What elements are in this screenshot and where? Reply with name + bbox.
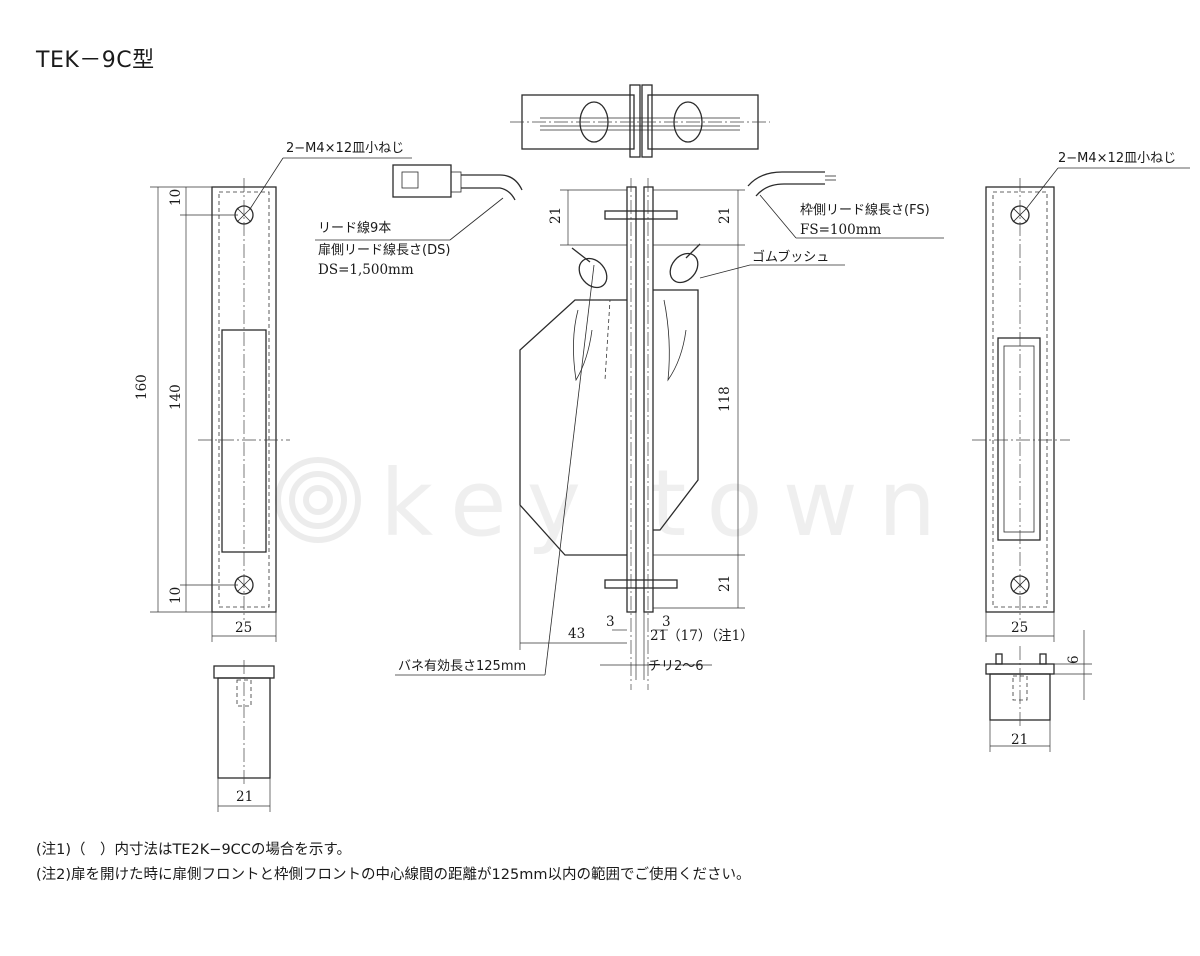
dim-10-bottom: 10 bbox=[168, 587, 184, 604]
top-plan-view bbox=[510, 84, 770, 158]
label-fs: 枠側リード線長さ(FS) bbox=[800, 202, 930, 218]
watermark-text: key town bbox=[380, 450, 956, 557]
notes: (注1)（ ）内寸法はTE2K−9CCの場合を示す。 (注2)扉を開けた時に扉側… bbox=[36, 838, 750, 888]
center-dimensions bbox=[395, 189, 845, 680]
dim-25-right: 25 bbox=[1011, 620, 1028, 636]
label-screw-left: 2−M4×12皿小ねじ bbox=[286, 141, 404, 156]
dim-21-left: 21 bbox=[236, 789, 253, 805]
dim-3-left: 3 bbox=[606, 614, 615, 630]
dim-160: 160 bbox=[134, 374, 150, 400]
center-side-view bbox=[519, 178, 701, 690]
dim-43: 43 bbox=[568, 626, 585, 642]
left-front-plate bbox=[198, 178, 290, 620]
dim-21-right: 21 bbox=[1011, 732, 1028, 748]
label-chiri: チリ2〜6 bbox=[648, 659, 704, 674]
label-ds: 扉側リード線長さ(DS) bbox=[318, 242, 450, 258]
connector-icon bbox=[392, 164, 523, 201]
dim-3-right: 3 bbox=[662, 614, 671, 630]
label-fs-value: FS=100mm bbox=[800, 222, 881, 238]
left-dimensions bbox=[150, 157, 412, 642]
dim-140: 140 bbox=[168, 384, 184, 410]
left-case-side bbox=[213, 660, 275, 812]
dim-note1: 21（17）（注1） bbox=[650, 628, 754, 644]
right-case-side bbox=[985, 630, 1092, 752]
frame-lead-icon bbox=[747, 171, 836, 197]
note-2: (注2)扉を開けた時に扉側フロントと枠側フロントの中心線間の距離が125mm以内… bbox=[36, 867, 751, 883]
dim-21-top-right: 21 bbox=[717, 207, 733, 224]
right-front-plate bbox=[972, 178, 1070, 620]
note-1: (注1)（ ）内寸法はTE2K−9CCの場合を示す。 bbox=[36, 842, 351, 858]
dim-118: 118 bbox=[717, 386, 733, 412]
label-lead9: リード線9本 bbox=[318, 220, 391, 236]
label-spring: バネ有効長さ125mm bbox=[398, 659, 526, 674]
dim-21-bottom: 21 bbox=[717, 575, 733, 592]
label-screw-right: 2−M4×12皿小ねじ bbox=[1058, 151, 1176, 166]
dim-10-top: 10 bbox=[168, 189, 184, 206]
right-dimensions bbox=[985, 167, 1190, 642]
label-ds-value: DS=1,500mm bbox=[318, 262, 414, 278]
label-bush: ゴムブッシュ bbox=[752, 249, 829, 265]
dim-6-right: 6 bbox=[1066, 655, 1082, 664]
drawing-title: TEK－9C型 bbox=[36, 48, 155, 73]
dim-25-left: 25 bbox=[235, 620, 252, 636]
watermark-logo-icon bbox=[275, 457, 361, 543]
dim-21-top-left: 21 bbox=[548, 207, 564, 224]
